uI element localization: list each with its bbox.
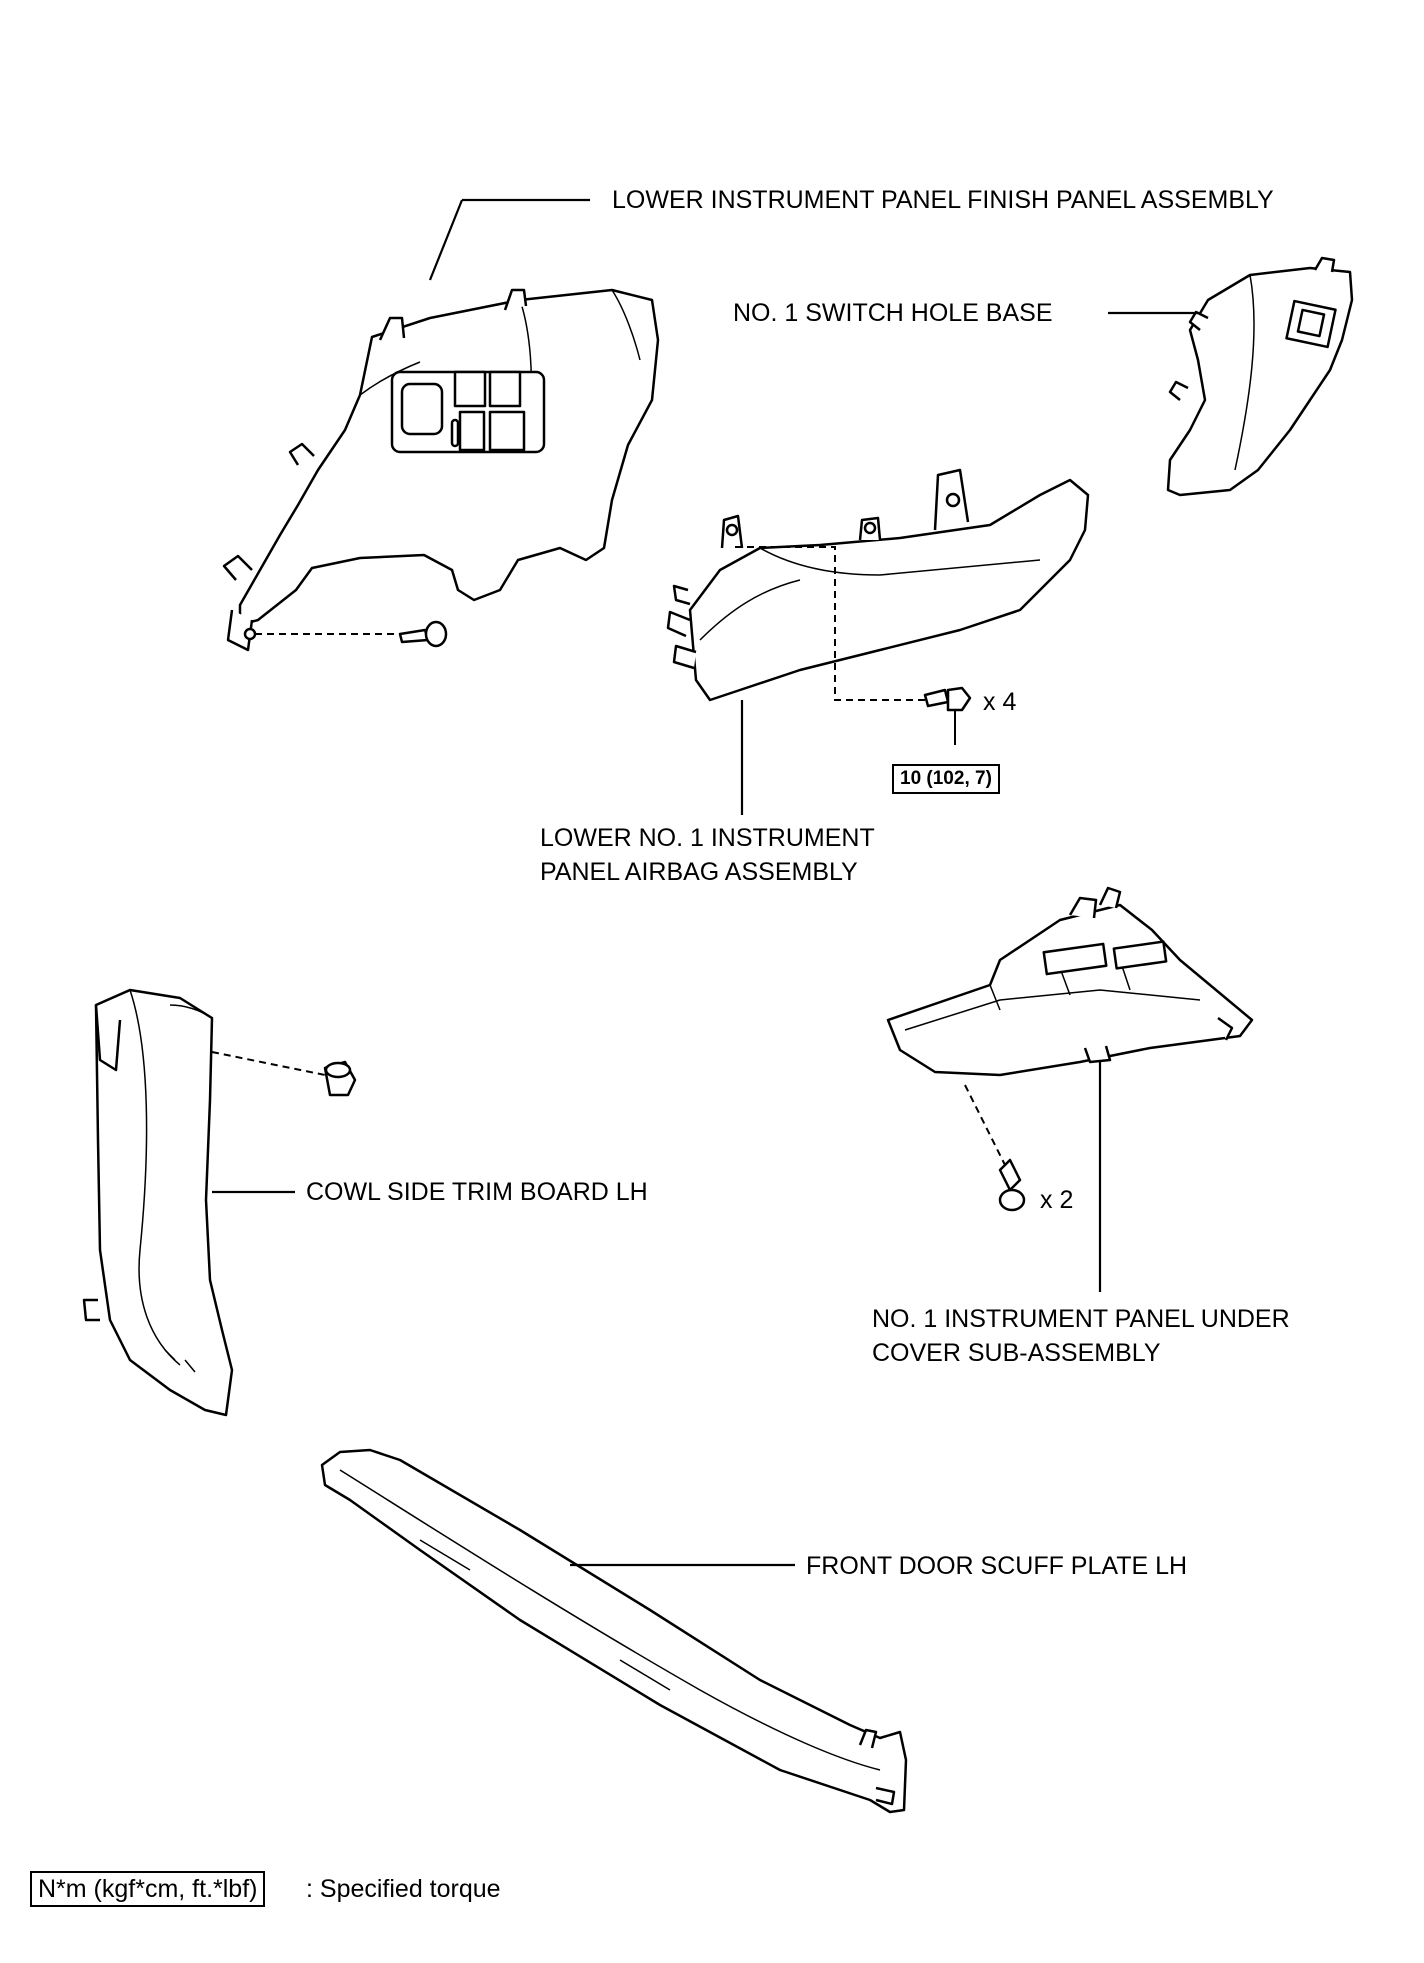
cowl-clip-line bbox=[211, 1051, 326, 1076]
under-cover-part bbox=[886, 886, 1254, 1077]
torque-airbag-bolt: 10 (102, 7) bbox=[892, 764, 1000, 794]
label-airbag-line2: PANEL AIRBAG ASSEMBLY bbox=[540, 858, 858, 886]
label-scuff-plate: FRONT DOOR SCUFF PLATE LH bbox=[806, 1552, 1188, 1580]
legend-torque-description: : Specified torque bbox=[306, 1875, 501, 1903]
airbag-bolt bbox=[923, 686, 972, 745]
label-under-cover-line1: NO. 1 INSTRUMENT PANEL UNDER bbox=[872, 1305, 1290, 1333]
airbag-bolt-line bbox=[735, 546, 925, 701]
lower-finish-panel-part bbox=[222, 288, 660, 652]
airbag-assembly-part bbox=[666, 468, 1090, 702]
switch-hole-base-part bbox=[1166, 256, 1354, 497]
qty-under-cover-screws: x 2 bbox=[1040, 1186, 1074, 1214]
label-lower-finish-panel: LOWER INSTRUMENT PANEL FINISH PANEL ASSE… bbox=[612, 186, 1274, 214]
label-under-cover-line2: COVER SUB-ASSEMBLY bbox=[872, 1339, 1161, 1367]
finish-panel-screw bbox=[398, 620, 448, 648]
under-cover-screw-line bbox=[964, 1084, 1006, 1166]
finish-panel-leader bbox=[428, 198, 590, 281]
label-switch-hole-base: NO. 1 SWITCH HOLE BASE bbox=[733, 299, 1053, 327]
label-airbag-line1: LOWER NO. 1 INSTRUMENT bbox=[540, 824, 875, 852]
label-cowl-side: COWL SIDE TRIM BOARD LH bbox=[306, 1178, 648, 1206]
qty-airbag-bolts: x 4 bbox=[983, 688, 1017, 716]
under-cover-screw bbox=[998, 1158, 1026, 1212]
cowl-clip bbox=[323, 1060, 357, 1097]
scuff-plate-part bbox=[320, 1448, 908, 1814]
cowl-side-trim-part bbox=[82, 988, 234, 1417]
legend-torque-units: N*m (kgf*cm, ft.*lbf) bbox=[30, 1871, 266, 1907]
